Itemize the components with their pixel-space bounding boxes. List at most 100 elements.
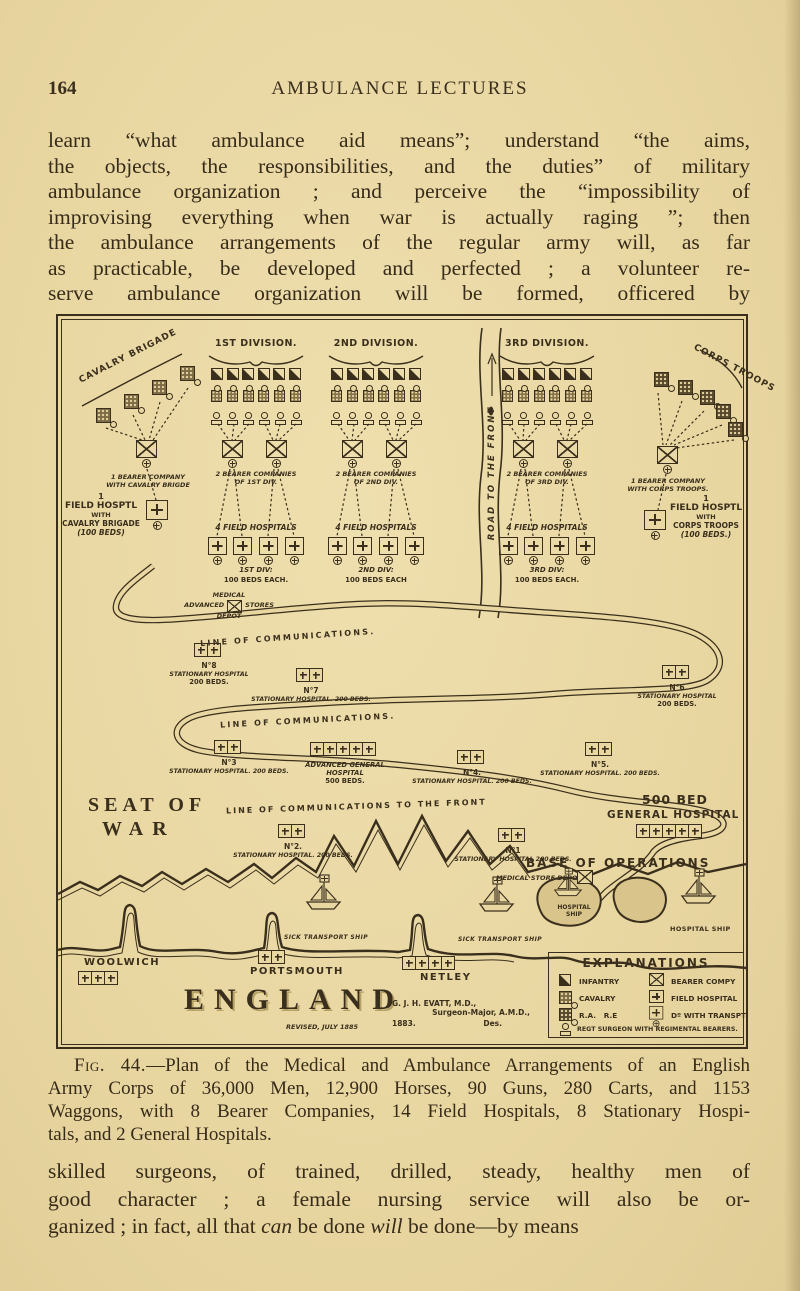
explanations-legend: EXPLANATIONS INFANTRY BEARER COMPY CAVAL… (548, 952, 747, 1038)
legend-label: R.A. R.E (579, 1011, 618, 1020)
corps-field-hospital (644, 510, 666, 540)
division2-links (336, 423, 417, 537)
portsmouth-hospital-icon (258, 950, 285, 964)
stationary-hospital-4-icon (457, 750, 484, 764)
hospital-name: N°2. (283, 842, 303, 851)
infantry-icon (564, 368, 577, 380)
hospital-sub: STATIONARY HOSPITAL. 200 BEDS. (169, 767, 289, 775)
infantry-icon (211, 368, 223, 380)
bearer-company-icon (657, 446, 678, 464)
infantry-icon (362, 368, 375, 380)
legend-label: Dº WITH TRANSPT (671, 1011, 747, 1020)
corps-unit-icon (700, 390, 721, 410)
legend-label: INFANTRY (579, 977, 620, 986)
sick-transport-ship-label: SICK TRANSPORT SHIP (284, 934, 368, 941)
advanced-depot-label: ADVANCED (184, 601, 225, 610)
wheel-icon (264, 556, 273, 565)
hospital-name: N°1 (505, 846, 521, 855)
depot-icon (227, 599, 243, 613)
bearer-company (342, 440, 363, 468)
text-part-italic: can (261, 1214, 293, 1238)
running-title: AMBULANCE LECTURES (271, 78, 529, 99)
field-hospital-icon (405, 537, 424, 555)
infantry-icon (242, 368, 255, 380)
regimental-surgeon-icon (566, 412, 577, 425)
infantry-icon (517, 368, 530, 380)
bearer-company (513, 440, 534, 468)
bearer-companies-label: 2 BEARER COMPANIES (215, 470, 297, 478)
hospital-name: N°3 (221, 758, 237, 767)
corps-hospital-label: (100 BEDS.) (680, 529, 732, 539)
general-hospital-icon (636, 824, 702, 838)
cavalry-links (105, 387, 189, 501)
regimental-surgeon-row (208, 412, 304, 425)
bearer-company (386, 440, 407, 468)
hospital-sub: STATIONARY HOSPITAL. 200 BEDS. (251, 695, 371, 703)
battalion-icon (258, 385, 270, 402)
portsmouth-label: PORTSMOUTH (250, 966, 344, 977)
hospital-ship-label: HOSPITAL (557, 904, 591, 911)
corps-bearer-label: WITH CORPS TROOPS. (627, 484, 709, 493)
regimental-surgeon-icon (291, 412, 302, 425)
wheel-icon (333, 556, 342, 565)
battalion-icon (394, 385, 406, 402)
hospital-ship-label: HOSPITAL SHIP (670, 925, 731, 933)
infantry-row (328, 368, 424, 380)
corps-bearer-company (657, 446, 678, 474)
stationary-hospital-6-icon (662, 665, 689, 679)
corps-hospital-label: CORPS TROOPS (673, 520, 739, 530)
text-line: skilled surgeons, of trained, drilled, s… (48, 1159, 750, 1183)
field-hospital-icon (576, 537, 595, 555)
wheel-icon (152, 521, 162, 530)
regimental-surgeon-icon (395, 412, 406, 425)
field-hospital-icon (550, 537, 569, 555)
text-line: the ambulance arrangements of the regula… (48, 230, 750, 254)
wheel-icon (228, 459, 237, 468)
battalion-icon (362, 385, 374, 402)
infantry-icon (273, 368, 286, 380)
battalion-icon (289, 385, 301, 402)
hospital-name: N°4. (462, 768, 482, 777)
battalion-icon (242, 385, 254, 402)
battalion-icon (331, 385, 342, 402)
division-abbrev-label: 2ND DIV: (358, 566, 394, 574)
field-hospital-icon (285, 537, 304, 555)
cavalry-hospital-label: (100 BEDS) (77, 527, 125, 537)
field-hospital-icon (208, 537, 227, 555)
cavalry-hospital-label: WITH (91, 511, 111, 520)
revised-note: REVISED, JULY 1885 (286, 1023, 359, 1031)
field-hospital-icon (259, 537, 278, 555)
credit-year: 1883. (392, 1018, 416, 1028)
text-part: be done—by means (402, 1214, 579, 1238)
bearer-company-icon (136, 440, 157, 458)
bearer-company-icon (222, 440, 243, 458)
field-hospital-icon (524, 537, 543, 555)
hospital-sub: STATIONARY HOSPITAL. 200 BEDS. (412, 777, 532, 785)
wheel-icon (529, 556, 538, 565)
bearer-company-icon (557, 440, 578, 458)
cavalry-bearer-label: WITH CAVALRY BRIGDE (106, 480, 190, 489)
field-hospital-icon (328, 537, 347, 555)
regimental-surgeon-icon (211, 412, 222, 425)
text-part: ganized ; in fact, all that (48, 1214, 262, 1238)
regimental-surgeon-icon (363, 412, 374, 425)
general-hospital-label: GENERAL HOSPITAL (607, 809, 740, 821)
corps-unit-icon (678, 380, 699, 400)
ra-re-icon (559, 1008, 578, 1026)
england-coastline (58, 903, 746, 971)
hospital-ship-icon (681, 868, 716, 904)
caption-text: Army Corps of 36,000 Men, 12,900 Horses,… (48, 1078, 750, 1099)
stationary-hospital-1-icon (498, 828, 525, 842)
battalion-icon (346, 385, 358, 402)
division-braces (81, 349, 743, 407)
advanced-general-hospital-icon (310, 742, 376, 756)
caption-text: —Plan of the Medical and Ambulance Arran… (146, 1055, 750, 1076)
division-abbrev-label: 3RD DIV: (529, 566, 565, 574)
caption-text: Waggons, with 8 Bearer Companies, 14 Fie… (48, 1101, 750, 1122)
battalion-icon (226, 385, 238, 402)
regimental-surgeon-row (328, 412, 424, 425)
cavalry-hospital-label: CAVALRY BRIGADE (62, 518, 140, 528)
battalion-row (208, 385, 304, 402)
regimental-surgeon-icon (534, 412, 545, 425)
